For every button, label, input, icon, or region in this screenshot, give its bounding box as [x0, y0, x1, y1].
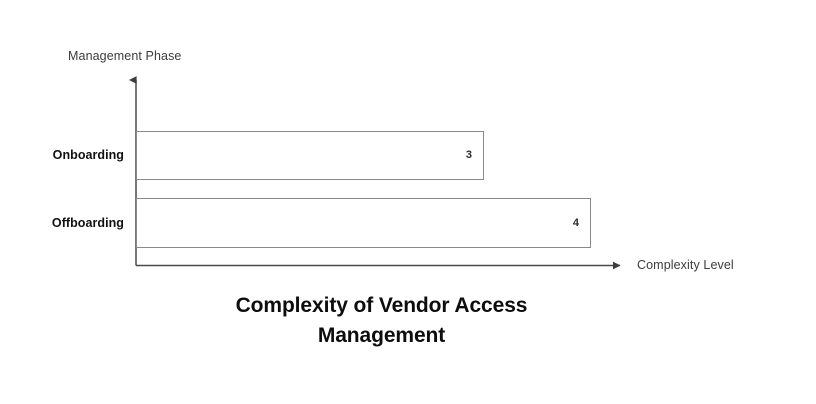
bar-onboarding[interactable]: 3	[136, 131, 484, 180]
chart-title-line-2: Management	[317, 324, 446, 347]
bar-offboarding[interactable]: 4	[136, 198, 591, 248]
category-label-onboarding: Onboarding	[52, 148, 124, 162]
y-axis-title: Management Phase	[68, 49, 182, 63]
bar-value-offboarding: 4	[572, 216, 579, 229]
chart-title-line-1: Complexity of Vendor Access	[235, 294, 528, 317]
bar-value-onboarding: 3	[465, 149, 472, 161]
chart-title: Complexity of Vendor Access Management	[136, 291, 627, 351]
category-label-offboarding: Offboarding	[51, 216, 124, 230]
x-axis-title: Complexity Level	[637, 258, 734, 272]
